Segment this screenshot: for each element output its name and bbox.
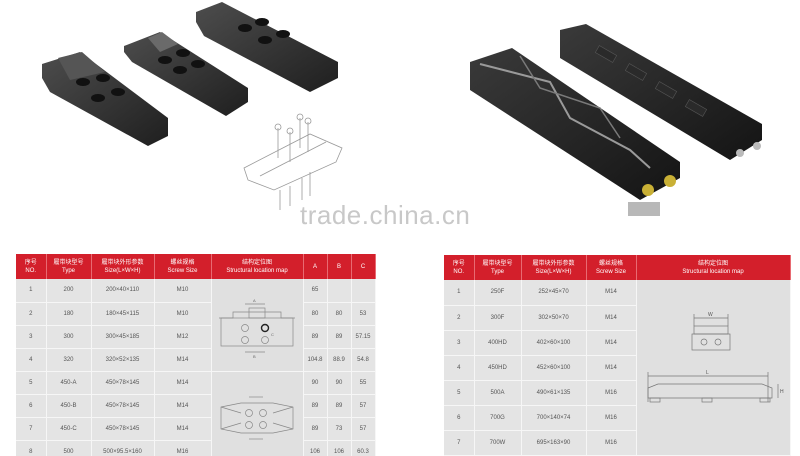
table-row: 4 320 320×52×135 M14 104.8 88.9 54.8 <box>16 348 376 372</box>
table-row: 5 450-A 450×78×145 M14 90 90 55 <box>16 371 376 456</box>
svg-text:H: H <box>780 389 784 395</box>
svg-text:W: W <box>708 312 713 318</box>
structural-map-cell-right: W L H <box>636 280 791 456</box>
table-row: 1 200 200×40×110 M10 A B C <box>16 279 376 372</box>
watermark-text: trade.china.cn <box>300 200 471 230</box>
clip-on-pads-illustration <box>470 24 762 216</box>
table-row: 7 450-C 450×78×145 M14 89 73 57 <box>16 417 376 441</box>
right-product-photo <box>400 0 800 240</box>
svg-text:C: C <box>271 332 274 337</box>
clip-pad-dimension-diagram: W L H <box>647 312 784 403</box>
table-row: 7 700W 695×163×90 M16 <box>444 430 790 456</box>
pad-top-view-diagram: A B C <box>219 298 295 359</box>
structural-map-cell-1: A B C <box>211 279 304 372</box>
table-row: 5 500A 490×61×135 M16 <box>444 380 790 406</box>
table-row: 3 300 300×45×185 M12 89 89 57.15 <box>16 325 376 349</box>
header-a: A <box>303 254 328 279</box>
table-row: 8 500 500×95.5×160 M16 106 106 60.3 <box>16 440 376 456</box>
table-row: 6 700G 700×140×74 M16 <box>444 405 790 431</box>
pad-top-view-diagram-2 <box>220 396 294 440</box>
table-row: 1 250F 252×45×70 M14 <box>444 280 791 456</box>
left-product-photo <box>0 0 400 240</box>
mounting-diagram <box>243 113 343 210</box>
structural-map-cell-2 <box>211 371 304 456</box>
table-row: 2 180 180×45×115 M10 80 80 53 <box>16 302 376 326</box>
svg-text:A: A <box>253 298 256 303</box>
svg-text:B: B <box>253 354 256 359</box>
table-row: 2 300F 302×50×70 M14 <box>444 305 790 331</box>
svg-text:L: L <box>706 370 709 376</box>
header-b: B <box>327 254 352 279</box>
rubber-pads-illustration <box>42 2 343 210</box>
table-row: 6 450-B 450×78×145 M14 89 89 57 <box>16 394 376 418</box>
table-row: 4 450HD 452×60×100 M14 <box>444 355 790 381</box>
table-row: 3 400HD 402×60×100 M14 <box>444 330 790 356</box>
header-c: C <box>351 254 376 279</box>
